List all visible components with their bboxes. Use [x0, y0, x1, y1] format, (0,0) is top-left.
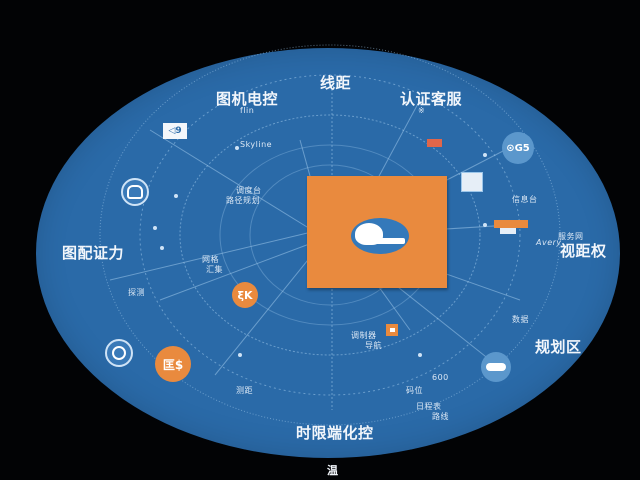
- small-label: 汇集: [206, 265, 223, 274]
- orange-node-icon[interactable]: 匡$: [155, 346, 191, 382]
- small-label: 测距: [236, 386, 253, 395]
- small-label: 数据: [512, 315, 529, 324]
- small-label: 网格: [202, 255, 219, 264]
- red-tag[interactable]: [427, 139, 442, 147]
- node-circle-icon[interactable]: ⊙G5: [502, 132, 534, 164]
- small-label: 调度台: [236, 186, 262, 195]
- cloud-icon[interactable]: [481, 352, 511, 382]
- small-label: 服务网: [558, 232, 584, 241]
- small-label: Skyline: [240, 140, 273, 149]
- person-icon[interactable]: [105, 339, 133, 367]
- small-orange-square[interactable]: [386, 324, 398, 336]
- label-bottom: 时限端化控: [296, 424, 374, 442]
- small-label: ※: [418, 106, 426, 115]
- small-label: 路径规划: [226, 196, 260, 205]
- small-label: 码位: [406, 386, 423, 395]
- label-right: 视距权: [560, 242, 607, 260]
- person-icon[interactable]: [121, 178, 149, 206]
- small-label: 导航: [365, 341, 382, 350]
- small-label: 调制器: [351, 331, 377, 340]
- small-label: 日程表: [416, 402, 442, 411]
- label-lower-right: 规划区: [535, 338, 582, 356]
- small-label: flin: [240, 106, 255, 115]
- label-below-disc: 温: [327, 464, 339, 477]
- data-card-icon[interactable]: [461, 172, 483, 192]
- label-top-left: 图机电控: [216, 90, 279, 108]
- label-left: 图配证力: [62, 244, 125, 262]
- label-top-right: 认证客服: [400, 90, 463, 108]
- label-top: 线距: [320, 74, 352, 92]
- tab-detail: [500, 228, 516, 234]
- cloud-icon: [351, 218, 409, 254]
- small-label: 信息台: [512, 195, 538, 204]
- small-label: 探测: [128, 288, 145, 297]
- small-label: Avery: [536, 238, 562, 247]
- small-label: 路线: [432, 412, 449, 421]
- share-icon[interactable]: ◁9: [163, 123, 187, 139]
- orange-tab[interactable]: [494, 220, 528, 228]
- small-label: 600: [432, 373, 449, 382]
- orange-node-icon[interactable]: ξK: [232, 282, 258, 308]
- center-hub-panel[interactable]: [307, 176, 447, 288]
